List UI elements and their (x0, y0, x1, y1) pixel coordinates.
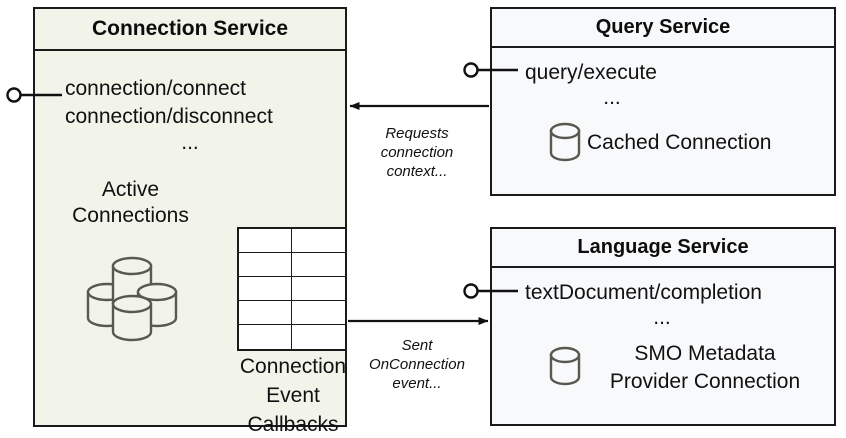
connection-event-callbacks-label-line2: Event (266, 384, 320, 407)
table-cell (292, 277, 345, 301)
query-service-cached-connection-label: Cached Connection (587, 131, 772, 154)
active-connections-label-line1: Active (101, 178, 160, 201)
active-connections-label-line2: Connections (72, 204, 189, 227)
edge-label-query-to-connection: Requests connection context... (357, 124, 477, 181)
connection-service-operation-disconnect: connection/disconnect (65, 105, 273, 128)
edge-label-connection-to-language: Sent OnConnection event... (357, 336, 477, 393)
connection-service-body: connection/connect connection/disconnect… (35, 51, 347, 436)
query-service-lollipop-interface-icon[interactable] (463, 62, 519, 78)
database-cylinder-icon (549, 346, 581, 386)
edge-label-line2: connection (380, 144, 454, 161)
language-service-operation-completion: textDocument/completion (525, 281, 762, 304)
table-cell (239, 229, 292, 253)
query-service-operations-ellipsis: ... (603, 86, 621, 109)
table-cell (292, 253, 345, 277)
language-service-lollipop-interface-icon[interactable] (463, 283, 519, 299)
connection-event-callbacks-label-line1: Connection (239, 355, 347, 378)
table-cell (239, 253, 292, 277)
language-service-operations-ellipsis: ... (653, 306, 671, 329)
connection-service-lollipop-interface-icon[interactable] (6, 87, 63, 103)
query-service-component[interactable]: Query Service query/execute ... Cached C… (490, 7, 836, 196)
query-service-title: Query Service (492, 9, 834, 48)
edge-label-line2: OnConnection (369, 356, 465, 373)
language-service-resource-label-line2: Provider Connection (609, 370, 801, 393)
language-service-resource-label-line1: SMO Metadata (634, 342, 776, 365)
edge-label-line3: event... (392, 375, 442, 392)
connection-event-callbacks-label-line3: Callbacks (247, 413, 339, 436)
connection-service-component[interactable]: Connection Service connection/connect co… (33, 7, 347, 436)
connection-service-operation-connect: connection/connect (65, 77, 246, 100)
edge-label-line1: Requests (385, 125, 449, 142)
language-service-component[interactable]: Language Service textDocument/completion… (490, 227, 836, 426)
connection-event-callbacks-table[interactable] (237, 227, 347, 351)
language-service-title: Language Service (492, 229, 834, 268)
edge-label-line3: context... (386, 163, 448, 180)
edge-label-line1: Sent (401, 337, 433, 354)
table-cell (292, 301, 345, 325)
table-cell (239, 325, 292, 349)
connection-service-title: Connection Service (35, 9, 345, 51)
database-cluster-icon (86, 256, 178, 342)
table-cell (239, 277, 292, 301)
table-cell (292, 229, 345, 253)
connection-service-operations-ellipsis: ... (181, 131, 199, 154)
table-cell (239, 301, 292, 325)
query-service-body: query/execute ... Cached Connection (492, 48, 834, 194)
database-cylinder-icon (549, 122, 581, 162)
query-service-operation-execute: query/execute (525, 61, 657, 84)
language-service-body: textDocument/completion ... SMO Metadata… (492, 268, 834, 424)
